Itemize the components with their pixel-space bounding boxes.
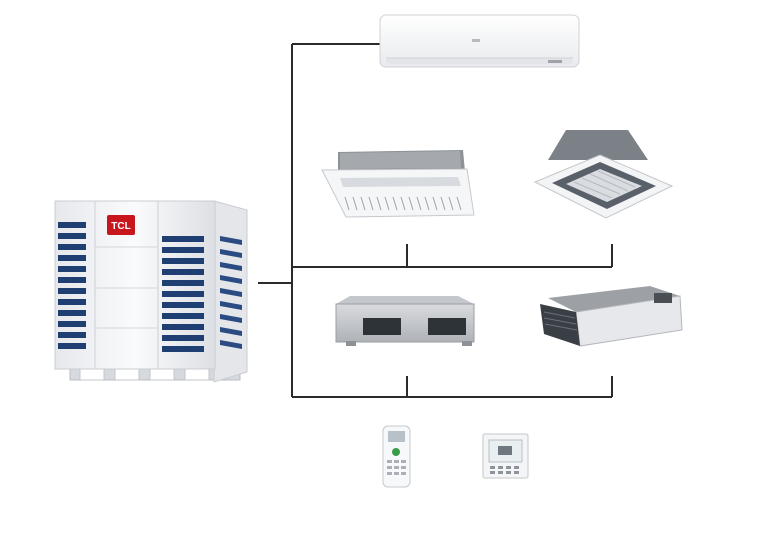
one-way-cassette-ac-icon: [321, 150, 475, 218]
concealed-duct-ac-icon: [335, 296, 475, 346]
wired-controller-icon: [482, 433, 529, 479]
brand-logo-text: TCL: [111, 221, 130, 232]
wall-mounted-ac-icon: [379, 14, 580, 68]
brand-logo: [107, 215, 135, 235]
refrigerant-piping: [258, 43, 613, 398]
remote-control-icon: [382, 425, 411, 488]
outdoor-unit-icon: TCL: [54, 200, 248, 383]
four-way-cassette-ac-icon: [533, 130, 674, 219]
slim-duct-ac-icon: [540, 286, 683, 347]
